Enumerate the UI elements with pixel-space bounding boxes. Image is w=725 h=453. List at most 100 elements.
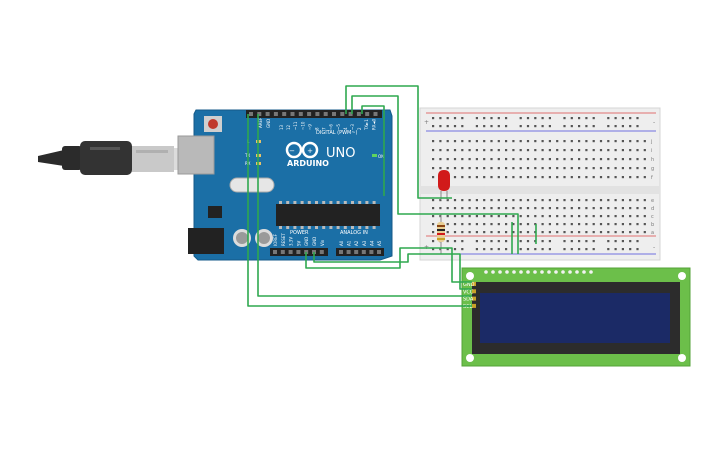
breadboard-hole[interactable] xyxy=(461,240,464,243)
breadboard-hole[interactable] xyxy=(585,248,588,251)
breadboard-hole[interactable] xyxy=(548,199,551,202)
breadboard-hole[interactable] xyxy=(483,207,486,210)
breadboard-hole[interactable] xyxy=(541,248,544,251)
breadboard-hole[interactable] xyxy=(432,117,435,120)
breadboard-hole[interactable] xyxy=(432,149,435,152)
breadboard-hole[interactable] xyxy=(629,248,632,251)
header-pin-hole[interactable] xyxy=(340,112,345,116)
breadboard-hole[interactable] xyxy=(475,199,478,202)
breadboard-hole[interactable] xyxy=(614,158,617,161)
breadboard-hole[interactable] xyxy=(563,167,566,170)
breadboard-hole[interactable] xyxy=(643,223,646,226)
breadboard-hole[interactable] xyxy=(578,215,581,218)
header-pin-hole[interactable] xyxy=(290,112,295,116)
breadboard-hole[interactable] xyxy=(548,231,551,234)
breadboard-hole[interactable] xyxy=(621,140,624,143)
breadboard-hole[interactable] xyxy=(432,223,435,226)
breadboard-hole[interactable] xyxy=(505,223,508,226)
breadboard-hole[interactable] xyxy=(453,207,457,210)
breadboard-hole[interactable] xyxy=(592,125,595,128)
breadboard-hole[interactable] xyxy=(497,158,500,161)
breadboard-hole[interactable] xyxy=(453,117,457,120)
breadboard-hole[interactable] xyxy=(599,231,603,234)
breadboard-hole[interactable] xyxy=(636,167,639,170)
breadboard-hole[interactable] xyxy=(497,199,500,202)
breadboard-hole[interactable] xyxy=(548,240,551,243)
breadboard-hole[interactable] xyxy=(629,149,632,152)
breadboard-hole[interactable] xyxy=(607,223,610,226)
breadboard-hole[interactable] xyxy=(614,223,617,226)
breadboard-hole[interactable] xyxy=(629,207,632,210)
breadboard-hole[interactable] xyxy=(461,125,464,128)
breadboard-hole[interactable] xyxy=(636,215,639,218)
breadboard-hole[interactable] xyxy=(505,207,508,210)
header-pin-hole[interactable] xyxy=(323,112,328,116)
breadboard-hole[interactable] xyxy=(453,167,457,170)
breadboard-hole[interactable] xyxy=(446,149,449,152)
breadboard-hole[interactable] xyxy=(461,223,464,226)
breadboard-hole[interactable] xyxy=(556,176,559,179)
breadboard-hole[interactable] xyxy=(614,199,617,202)
breadboard-hole[interactable] xyxy=(570,117,573,120)
breadboard-hole[interactable] xyxy=(483,215,486,218)
breadboard-hole[interactable] xyxy=(629,125,632,128)
breadboard-hole[interactable] xyxy=(461,140,464,143)
breadboard-hole[interactable] xyxy=(505,125,508,128)
breadboard-hole[interactable] xyxy=(526,167,530,170)
breadboard-hole[interactable] xyxy=(534,199,537,202)
breadboard-hole[interactable] xyxy=(519,158,522,161)
breadboard-hole[interactable] xyxy=(541,125,544,128)
breadboard-hole[interactable] xyxy=(585,167,588,170)
breadboard-hole[interactable] xyxy=(526,215,530,218)
breadboard-hole[interactable] xyxy=(526,149,530,152)
breadboard-hole[interactable] xyxy=(446,125,449,128)
breadboard-hole[interactable] xyxy=(599,167,603,170)
breadboard-hole[interactable] xyxy=(475,231,478,234)
breadboard-hole[interactable] xyxy=(607,199,610,202)
breadboard-hole[interactable] xyxy=(475,149,478,152)
breadboard-hole[interactable] xyxy=(636,231,639,234)
breadboard-hole[interactable] xyxy=(453,231,457,234)
breadboard-hole[interactable] xyxy=(512,149,515,152)
breadboard-hole[interactable] xyxy=(570,231,573,234)
breadboard-hole[interactable] xyxy=(453,158,457,161)
breadboard-hole[interactable] xyxy=(592,207,595,210)
breadboard-hole[interactable] xyxy=(534,167,537,170)
breadboard-hole[interactable] xyxy=(636,176,639,179)
breadboard-hole[interactable] xyxy=(505,167,508,170)
breadboard-hole[interactable] xyxy=(570,207,573,210)
breadboard-hole[interactable] xyxy=(643,231,646,234)
breadboard-hole[interactable] xyxy=(570,158,573,161)
breadboard-hole[interactable] xyxy=(563,231,566,234)
header-pin-hole[interactable] xyxy=(282,112,287,116)
breadboard-hole[interactable] xyxy=(512,231,515,234)
breadboard-hole[interactable] xyxy=(621,240,624,243)
breadboard-hole[interactable] xyxy=(534,158,537,161)
breadboard-hole[interactable] xyxy=(483,248,486,251)
breadboard-hole[interactable] xyxy=(614,215,617,218)
breadboard-hole[interactable] xyxy=(453,248,457,251)
breadboard-hole[interactable] xyxy=(621,117,624,120)
breadboard-hole[interactable] xyxy=(446,158,449,161)
header-pin-hole[interactable] xyxy=(288,250,293,254)
breadboard-hole[interactable] xyxy=(607,248,610,251)
breadboard-hole[interactable] xyxy=(526,158,530,161)
breadboard-hole[interactable] xyxy=(563,215,566,218)
breadboard-hole[interactable] xyxy=(490,231,493,234)
breadboard-hole[interactable] xyxy=(614,176,617,179)
breadboard-hole[interactable] xyxy=(490,167,493,170)
breadboard-hole[interactable] xyxy=(578,117,581,120)
breadboard-hole[interactable] xyxy=(614,149,617,152)
breadboard-hole[interactable] xyxy=(592,176,595,179)
breadboard-hole[interactable] xyxy=(497,248,500,251)
breadboard-hole[interactable] xyxy=(475,167,478,170)
breadboard-hole[interactable] xyxy=(614,240,617,243)
breadboard-hole[interactable] xyxy=(570,223,573,226)
breadboard-hole[interactable] xyxy=(512,167,515,170)
breadboard-hole[interactable] xyxy=(629,167,632,170)
breadboard-hole[interactable] xyxy=(607,231,610,234)
breadboard-hole[interactable] xyxy=(512,158,515,161)
header-pin-hole[interactable] xyxy=(332,112,336,116)
breadboard-hole[interactable] xyxy=(461,117,464,120)
breadboard-hole[interactable] xyxy=(570,125,573,128)
